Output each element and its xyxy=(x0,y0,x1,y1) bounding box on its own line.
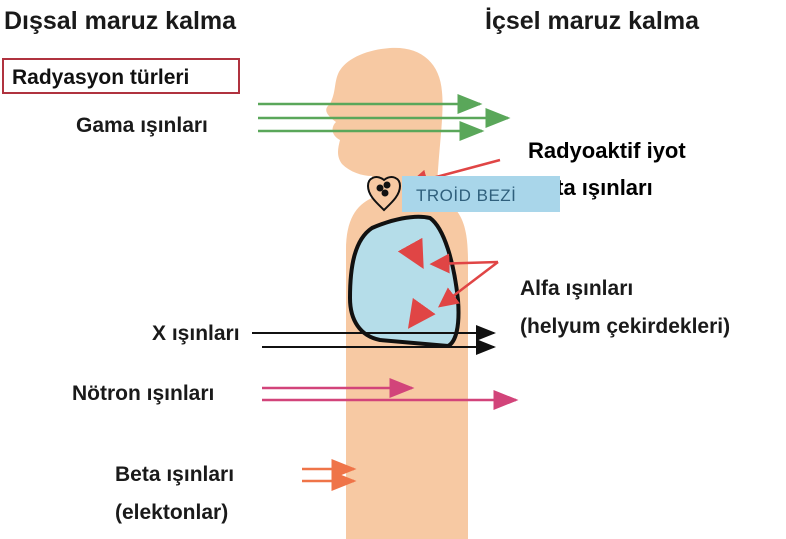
thyroid-tag: TROİD BEZİ xyxy=(402,176,560,212)
alpha-sublabel: (helyum çekirdekleri) xyxy=(520,316,730,337)
radioactive-iodine-label: Radyoaktif iyot xyxy=(528,140,686,162)
external-exposure-heading: Dışsal maruz kalma xyxy=(4,9,236,34)
thyroid-label: TROİD BEZİ xyxy=(416,186,516,206)
thyroid-dot xyxy=(377,185,384,192)
beta-sublabel: (elektonlar) xyxy=(115,502,228,523)
lung-shape xyxy=(350,217,459,346)
neutron-label: Nötron ışınları xyxy=(72,383,214,404)
gamma-label: Gama ışınları xyxy=(76,115,208,136)
beta-label: Beta ışınları xyxy=(115,464,234,485)
internal-exposure-heading: İçsel maruz kalma xyxy=(485,9,699,34)
x-ray-label: X ışınları xyxy=(152,323,240,344)
radiation-types-label: Radyasyon türleri xyxy=(12,66,189,90)
alpha-label: Alfa ışınları xyxy=(520,278,633,299)
thyroid-dot xyxy=(382,190,389,197)
thyroid-dot xyxy=(384,182,391,189)
radiation-types-box: Radyasyon türleri xyxy=(2,58,240,94)
